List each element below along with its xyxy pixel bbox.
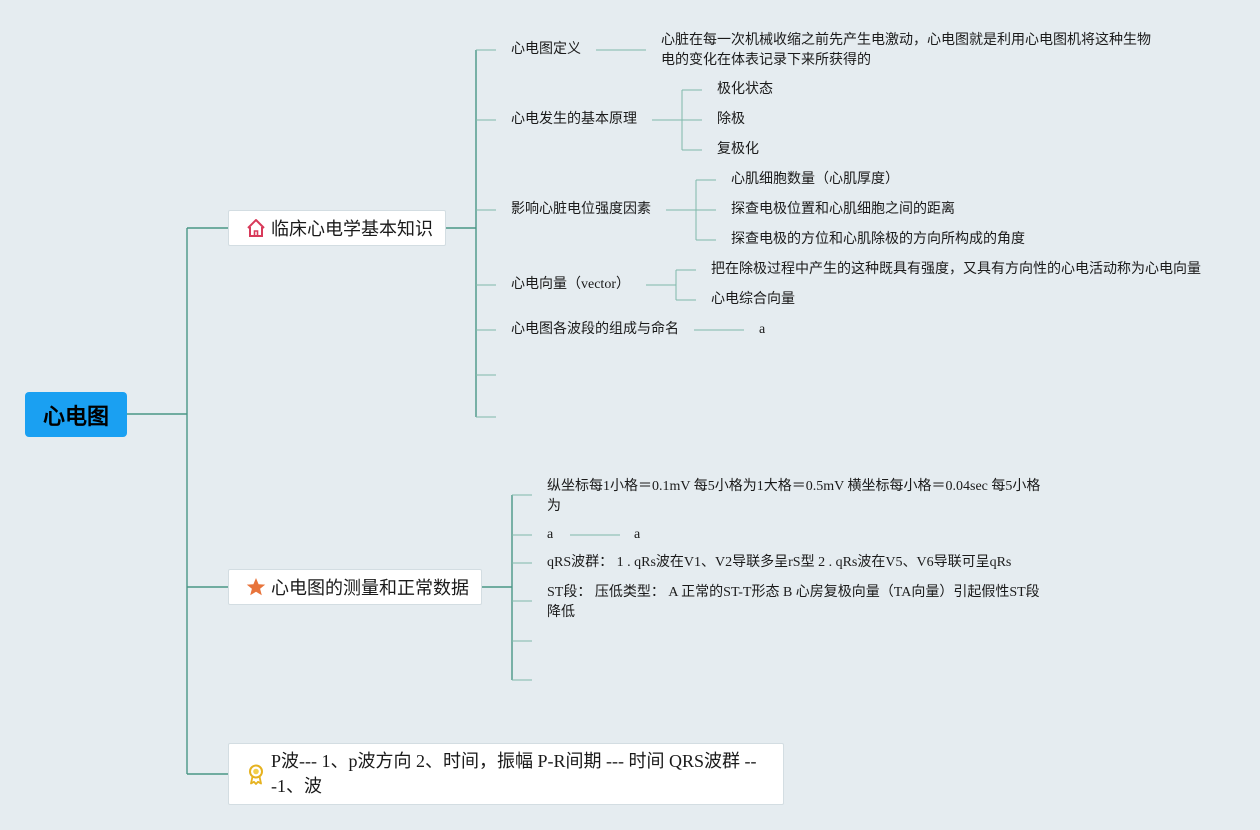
topic-ecg-definition-detail[interactable]: 心脏在每一次机械收缩之前先产生电激动，心电图就是利用心电图机将这种生物电的变化在… — [661, 33, 1151, 68]
topic-ecg-definition[interactable]: 心电图定义 — [511, 42, 581, 57]
topic-basic-principle[interactable]: 心电发生的基本原理 — [511, 112, 637, 127]
topic-potential-factors[interactable]: 影响心脏电位强度因素 — [511, 202, 651, 217]
branch-topic-p-wave[interactable]: P波--- 1、p波方向 2、时间，振幅 P-R间期 --- 时间 QRS波群 … — [228, 743, 784, 805]
topic-factor-cell-count[interactable]: 心肌细胞数量（心肌厚度） — [731, 172, 899, 187]
topic-factor-angle[interactable]: 探查电极的方位和心肌除极的方向所构成的角度 — [731, 232, 1025, 247]
branch-label: 临床心电学基本知识 — [271, 219, 433, 239]
topic-vector-composite[interactable]: 心电综合向量 — [711, 292, 795, 307]
topic-a[interactable]: a — [547, 527, 554, 542]
topic-st-segment[interactable]: ST段： 压低类型： A 正常的ST-T形态 B 心房复极向量（TA向量）引起假… — [547, 585, 1040, 620]
home-icon — [247, 219, 265, 237]
topic-a-child[interactable]: a — [634, 527, 641, 542]
award-icon — [249, 764, 263, 785]
root-topic[interactable]: 心电图 — [25, 392, 127, 437]
topic-grid-scale[interactable]: 纵坐标每1小格＝0.1mV 每5小格为1大格＝0.5mV 横坐标每小格＝0.04… — [547, 479, 1041, 514]
topic-factor-distance[interactable]: 探查电极位置和心肌细胞之间的距离 — [731, 202, 955, 217]
topic-vector-definition[interactable]: 把在除极过程中产生的这种既具有强度，又具有方向性的心电活动称为心电向量 — [711, 262, 1201, 277]
branch-label: P波--- 1、p波方向 2、时间，振幅 P-R间期 --- 时间 QRS波群 … — [271, 751, 757, 796]
topic-depolarization[interactable]: 除极 — [717, 112, 745, 127]
topic-wave-naming-child[interactable]: a — [759, 322, 766, 337]
star-icon — [246, 578, 266, 596]
branch-topic-measurement[interactable]: 心电图的测量和正常数据 — [228, 569, 482, 605]
topic-qrs-complex[interactable]: qRS波群： 1 . qRs波在V1、V2导联多呈rS型 2 . qRs波在V5… — [547, 555, 1012, 570]
branch-topic-basic-knowledge[interactable]: 临床心电学基本知识 — [228, 210, 446, 246]
topic-polarization[interactable]: 极化状态 — [717, 82, 773, 97]
branch-label: 心电图的测量和正常数据 — [271, 578, 469, 598]
root-topic-label: 心电图 — [42, 403, 109, 429]
topic-repolarization[interactable]: 复极化 — [717, 142, 759, 157]
topic-wave-naming[interactable]: 心电图各波段的组成与命名 — [511, 322, 679, 337]
topic-vector[interactable]: 心电向量（vector） — [511, 277, 630, 292]
